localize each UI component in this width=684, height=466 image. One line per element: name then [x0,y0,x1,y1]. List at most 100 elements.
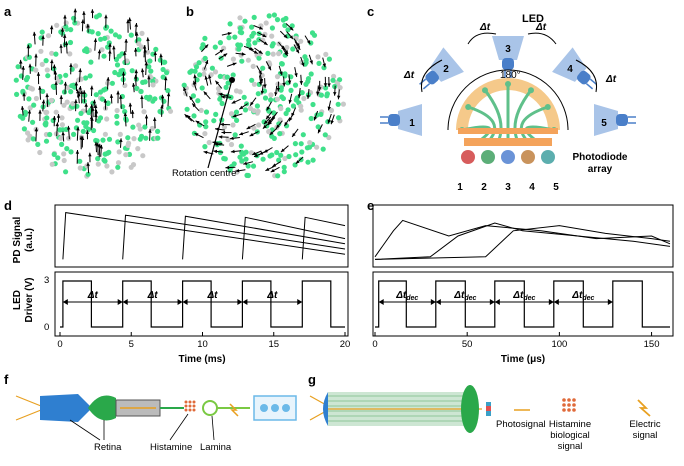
led-beam [429,47,464,82]
field-dot [123,152,129,158]
field-dot [237,25,244,31]
field-dot [48,97,55,103]
field-dot [25,137,31,143]
lamina-cell [202,400,218,416]
d-ytick-0: 0 [44,322,49,333]
field-arrowhead [50,59,54,64]
field-arrowhead [297,94,302,98]
field-arrowhead [322,63,326,68]
field-arrowhead [38,86,42,90]
field-dot [96,118,102,124]
field-dot [316,60,322,66]
field-dot [89,29,95,35]
histamine-dot [184,408,188,412]
dome [456,78,560,130]
legend-histamine-dot [567,403,571,407]
field-arrowhead [20,106,25,110]
field-dot [326,56,332,62]
xtick-label: 100 [551,339,567,350]
photodiode-label: array [588,164,613,175]
output-dot [260,404,268,412]
field-dot [217,96,223,102]
rotation-centre-pointer [207,79,233,169]
led-lead [589,78,597,85]
field-arrowhead [89,104,94,108]
field-dot [43,120,49,126]
field-dot [114,120,120,126]
field-dot [298,103,304,109]
field-arrowhead [195,120,200,125]
field-dot [114,113,120,119]
field-dot [246,37,252,44]
field-dot [104,163,110,169]
field-dot [196,60,202,66]
field-dot [330,77,336,83]
field-dot [22,109,28,115]
svg-text:biological: biological [550,430,590,441]
field-dot [298,141,304,147]
field-arrowhead [97,143,102,148]
field-arrowhead [128,102,133,107]
field-dot [91,127,97,134]
field-arrowhead [119,95,123,99]
field-arrowhead [192,103,196,108]
field-dot [160,74,166,80]
field-dot [248,150,254,156]
field-dot [128,32,134,38]
field-dot [93,14,100,20]
field-dot [125,142,131,148]
f-label-retina: Retina [94,442,122,453]
field-dot [277,131,283,137]
field-dot [311,32,318,38]
field-dot [281,164,287,170]
field-dot [146,96,152,102]
field-dot [268,97,274,103]
field-arrowhead [74,81,79,86]
field-dot [150,82,156,88]
field-dot [310,101,316,108]
field-arrowhead [85,130,90,134]
field-dot [250,163,257,169]
field-arrowhead [194,133,199,137]
xtick-label: 5 [129,339,134,350]
svg-text:signal: signal [558,441,583,452]
field-dot [299,149,305,155]
field-arrowhead [140,68,145,73]
field-dot [293,152,299,158]
field-dot [44,67,50,73]
field-dot [315,124,321,130]
field-arrowhead [134,69,138,74]
interval-sub: dec [523,295,535,302]
field-arrowhead [82,90,86,94]
field-arrowhead [76,92,81,97]
delta-label: Δt [605,74,617,85]
field-arrowhead [159,53,163,58]
field-dot [87,73,93,79]
field-dot [202,55,208,62]
field-arrowhead [123,51,127,55]
field-arrowhead [86,162,90,166]
field-dot [29,86,35,92]
led-icon [380,104,422,136]
field-dot [153,46,159,53]
led-icon [552,47,597,90]
pulse-trace [60,280,345,328]
e-bottom-frame [372,271,674,337]
field-arrowhead [88,152,92,157]
field-dot [152,96,158,102]
field-dot [243,149,249,155]
histamine-dot [188,400,192,404]
field-arrowhead [22,92,26,97]
field-dot [228,141,235,148]
field-arrowhead [80,136,85,140]
e-top-plot [374,219,671,260]
field-dot [274,149,280,156]
field-dot [61,89,68,95]
field-dot [217,40,223,46]
interval-arrowhead [177,299,183,305]
field-arrowhead [241,52,246,56]
field-dot [184,106,190,112]
field-arrowhead [90,9,95,13]
fiber-tip [528,87,534,94]
